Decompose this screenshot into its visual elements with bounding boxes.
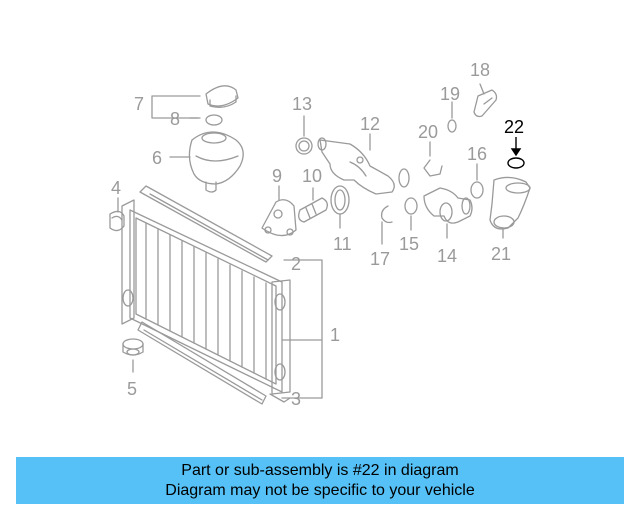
callout-labels: 1 2 3 4 5 6 7 8 9 10 11 12 13 14 15 16 1… — [111, 60, 524, 409]
o-ring-part-13 — [295, 137, 313, 155]
banner-line-2: Diagram may not be specific to your vehi… — [165, 481, 475, 499]
callout-6: 6 — [152, 148, 162, 168]
callout-15: 15 — [399, 234, 419, 254]
mount-part-5 — [122, 338, 144, 356]
seal-part-19 — [447, 119, 457, 133]
seal-part-8 — [205, 114, 223, 126]
callout-12: 12 — [360, 114, 380, 134]
flange-part-9 — [261, 199, 297, 237]
callout-8: 8 — [170, 109, 180, 129]
callout-17: 17 — [370, 249, 390, 269]
callout-21: 21 — [491, 244, 511, 264]
sensor-part-18 — [473, 89, 498, 118]
o-ring-part-16 — [470, 181, 484, 199]
callout-19: 19 — [440, 84, 460, 104]
callout-16: 16 — [467, 144, 487, 164]
callout-4: 4 — [111, 178, 121, 198]
o-ring-part-15 — [404, 197, 418, 215]
connector-part-14 — [423, 187, 473, 224]
upper-strip-part-2 — [139, 185, 273, 263]
coolant-housing-part-12 — [317, 137, 410, 195]
callout-2: 2 — [291, 254, 301, 274]
parts-diagram: 1 2 3 4 5 6 7 8 9 10 11 12 13 14 15 16 1… — [109, 60, 531, 409]
lower-strip-part-3 — [137, 321, 267, 405]
elbow-part-21 — [489, 176, 531, 230]
callout-13: 13 — [292, 94, 312, 114]
callout-14: 14 — [437, 246, 457, 266]
info-banner: Part or sub-assembly is #22 in diagram D… — [16, 457, 624, 504]
bushing-part-4 — [109, 210, 125, 232]
callout-11: 11 — [333, 234, 352, 254]
callout-7: 7 — [134, 94, 144, 114]
hose-part-10 — [298, 197, 328, 223]
callout-9: 9 — [272, 166, 282, 186]
radiator-part-1 — [121, 199, 291, 403]
callout-1: 1 — [330, 325, 340, 345]
callout-22: 22 — [504, 117, 524, 137]
leader-lines — [117, 83, 504, 399]
callout-5: 5 — [127, 379, 137, 399]
clip-part-17 — [380, 205, 393, 224]
callout-3: 3 — [291, 389, 301, 409]
expansion-tank-part-6 — [188, 131, 244, 193]
cap-part-7 — [205, 85, 239, 108]
banner-line-1: Part or sub-assembly is #22 in diagram — [181, 461, 459, 479]
o-ring-part-22 — [507, 137, 525, 169]
callout-10: 10 — [302, 166, 322, 186]
callout-20: 20 — [418, 122, 438, 142]
callout-18: 18 — [470, 60, 490, 80]
clip-part-20 — [423, 159, 443, 177]
